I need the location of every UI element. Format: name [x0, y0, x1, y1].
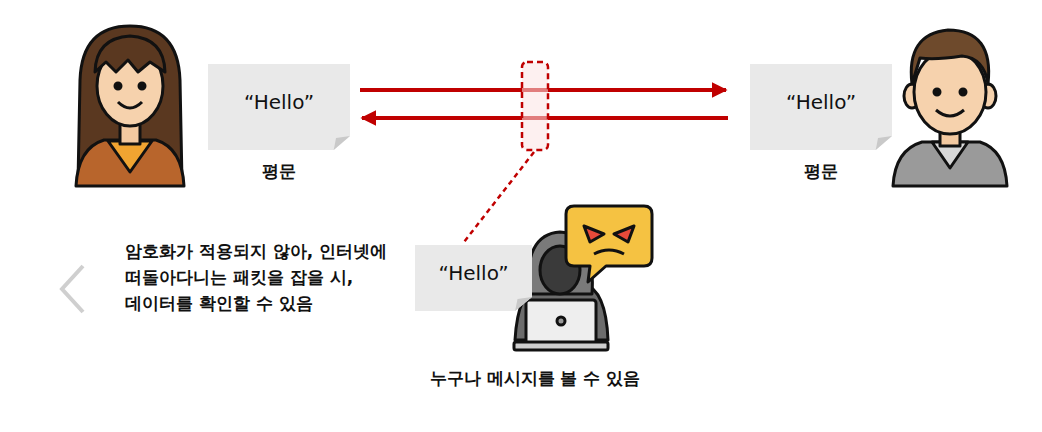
- woman-figure: [76, 26, 184, 186]
- paper-body: [415, 245, 532, 311]
- paper-caption: 평문: [730, 160, 912, 183]
- explanation-note: 암호화가 적용되지 않아, 인터넷에 떠돌아다니는 패킷을 잡을 시, 데이터를…: [125, 238, 410, 316]
- paper-caption: 평문: [188, 160, 370, 183]
- message-paper: “Hello”평문: [208, 64, 350, 150]
- devil-bubble: [566, 206, 652, 282]
- paper-body: [208, 64, 350, 150]
- message-text: “Hello”: [750, 64, 892, 140]
- message-text: “Hello”: [415, 245, 532, 301]
- paper-fold: [334, 136, 350, 150]
- paper-fold: [515, 297, 532, 311]
- nav-chevron: [62, 266, 83, 312]
- caption-note: 누구나 메시지를 볼 수 있음: [400, 366, 670, 390]
- tap-point: [522, 62, 548, 150]
- leader-line: [464, 152, 534, 242]
- message-text: “Hello”: [208, 64, 350, 140]
- man-figure: [893, 30, 1007, 186]
- paper-fold: [876, 136, 892, 150]
- paper-body: [750, 64, 892, 150]
- message-paper: “Hello”평문: [750, 64, 892, 150]
- message-paper: “Hello”: [415, 245, 532, 311]
